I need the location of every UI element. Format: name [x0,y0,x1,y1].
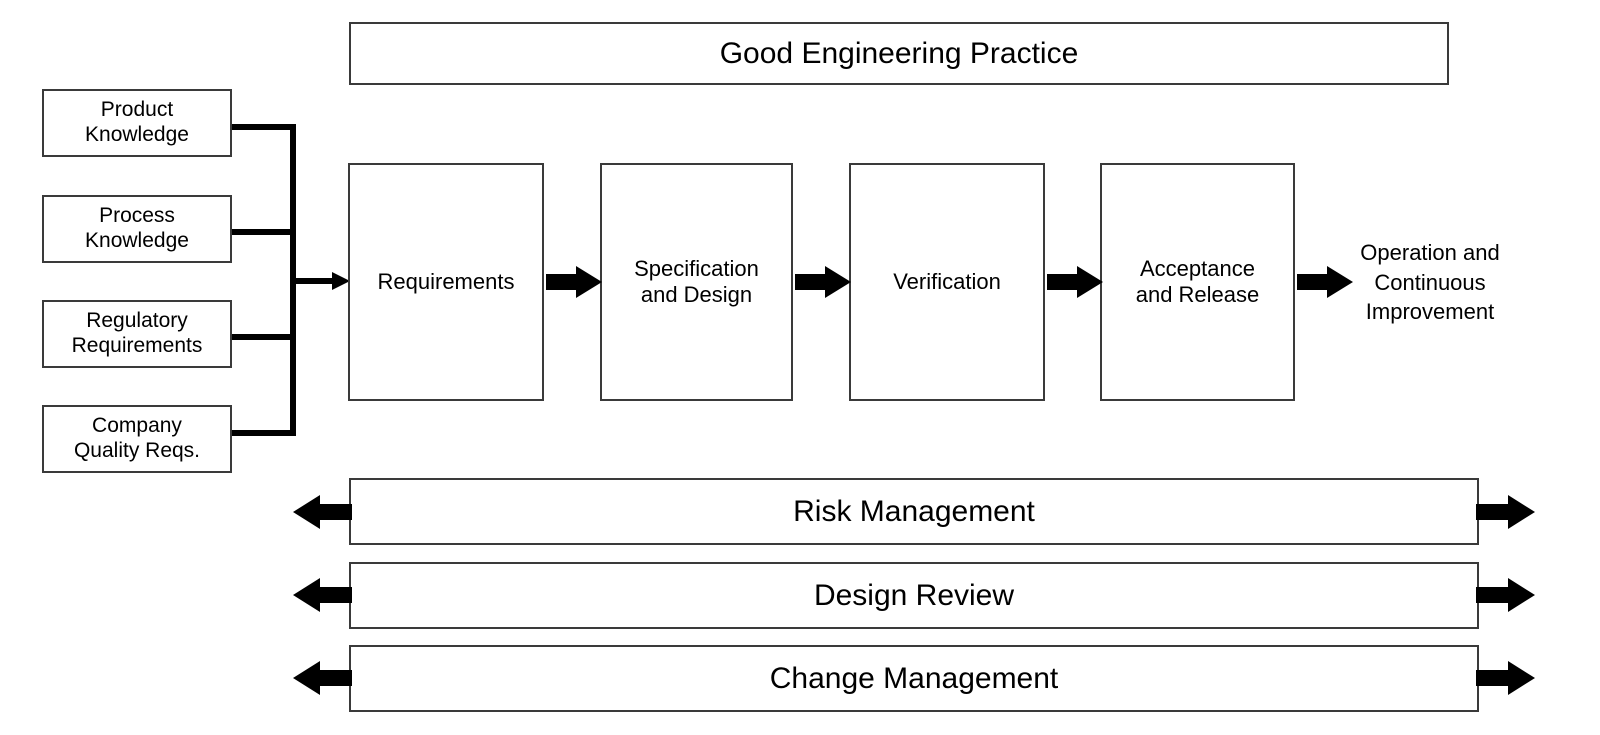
stage-box-specification-and-design: Specification and Design [600,163,793,401]
stage-label-line2: and Design [640,282,753,307]
input-label: Product Knowledge [85,98,189,148]
arrow-left-change-management [293,661,352,695]
input-label-line2: Requirements [71,334,203,357]
stage-label-line1: Verification [893,269,1001,295]
input-label-line1: Regulatory [86,309,188,333]
arrow-verification-to-acceptance [1047,266,1103,298]
arrow-bus-to-requirements [292,272,350,290]
input-label-line2: Knowledge [85,229,189,252]
connector-stub-product-knowledge [232,124,296,130]
stage-label: Acceptance and Release [1136,256,1260,308]
arrow-left-design-review [293,578,352,612]
input-label-line1: Company [92,414,182,438]
stage-label-line1: Acceptance [1140,256,1255,282]
stage-box-requirements: Requirements [348,163,544,401]
arrow-right-design-review [1476,578,1535,612]
banner-label: Good Engineering Practice [719,36,1079,70]
swimlane-label: Change Management [769,661,1059,695]
connector-stub-company-quality-reqs [232,430,296,436]
arrow-right-change-management [1476,661,1535,695]
outcome-label-line2: Continuous [1374,269,1486,295]
stage-label: Specification and Design [634,256,759,308]
stage-label: Verification [893,269,1001,295]
swimlane-risk-management: Risk Management [349,478,1479,545]
arrow-left-risk-management [293,495,352,529]
input-label-line1: Product [100,98,174,122]
input-label-line2: Quality Reqs. [73,439,201,462]
stage-box-acceptance-and-release: Acceptance and Release [1100,163,1295,401]
input-box-company-quality-reqs: Company Quality Reqs. [42,405,232,473]
swimlane-change-management: Change Management [349,645,1479,712]
input-label: Regulatory Requirements [72,309,203,359]
arrow-specification-to-verification [795,266,851,298]
stage-box-verification: Verification [849,163,1045,401]
input-box-product-knowledge: Product Knowledge [42,89,232,157]
outcome-operation-and-continuous-improvement: Operation and Continuous Improvement [1340,238,1520,327]
input-box-regulatory-requirements: Regulatory Requirements [42,300,232,368]
outcome-label-line3: Improvement [1365,299,1495,325]
banner-good-engineering-practice: Good Engineering Practice [349,22,1449,85]
arrow-acceptance-to-operation [1297,266,1353,298]
stage-label-line1: Requirements [377,269,515,295]
arrow-right-risk-management [1476,495,1535,529]
arrow-requirements-to-specification [546,266,602,298]
outcome-label-line1: Operation and [1360,240,1500,265]
input-label-line2: Knowledge [85,123,189,146]
input-box-process-knowledge: Process Knowledge [42,195,232,263]
input-label: Process Knowledge [85,204,189,254]
swimlane-label: Design Review [813,578,1015,612]
connector-stub-process-knowledge [232,229,296,235]
input-label-line1: Process [99,204,175,228]
swimlane-label: Risk Management [793,494,1035,528]
input-label: Company Quality Reqs. [74,414,200,464]
stage-label-line1: Specification [634,256,759,282]
stage-label-line2: and Release [1135,282,1260,307]
connector-stub-regulatory-requirements [232,334,296,340]
swimlane-design-review: Design Review [349,562,1479,629]
stage-label: Requirements [378,269,515,295]
